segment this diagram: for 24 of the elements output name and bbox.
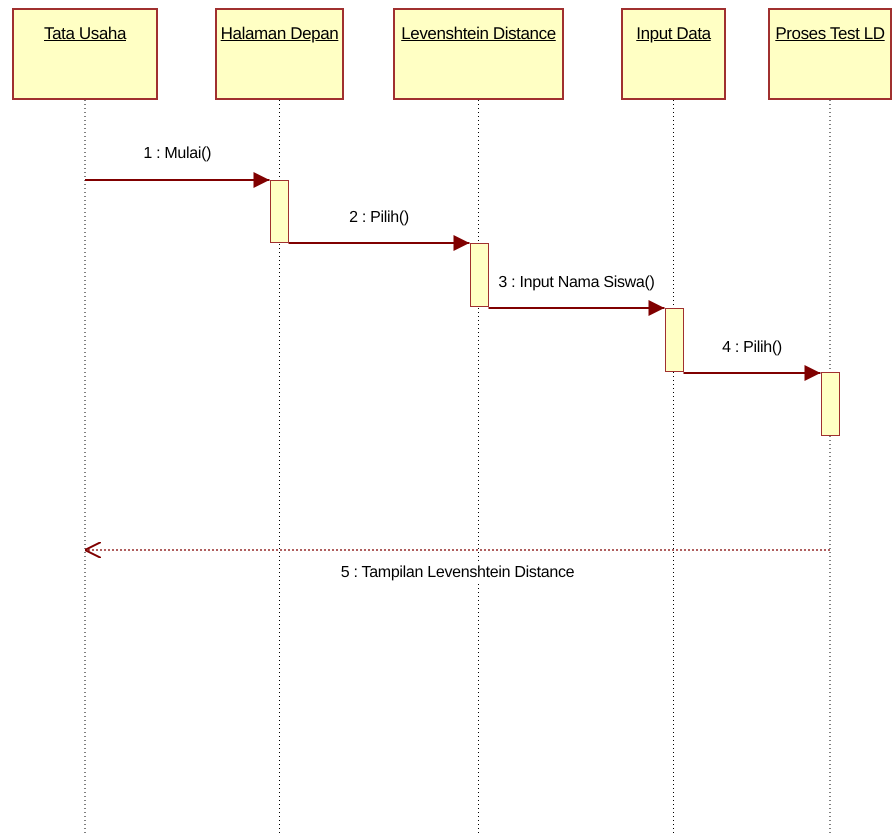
message-label: 5 : Tampilan Levenshtein Distance [338,564,576,582]
activation-bar [470,243,488,307]
message-label: 2 : Pilih() [347,209,411,227]
return-arrow [84,541,830,559]
message-arrow [85,172,270,188]
lifeline-name: Tata Usaha [44,24,126,44]
lifeline-box [621,8,726,100]
lifeline-name: Proses Test LD [775,24,885,44]
message-label: 4 : Pilih() [720,339,784,357]
lifeline [84,100,86,834]
activation-bar [664,308,684,372]
lifeline-name: Halaman Depan [220,24,338,44]
message-arrow [288,235,470,251]
message-label: 3 : Input Nama Siswa() [496,274,657,292]
activation-bar [270,180,288,243]
lifeline-box [215,8,344,100]
lifeline-box [12,8,158,100]
lifeline-box [768,8,892,100]
message-arrow [488,300,664,316]
activation-bar [820,372,840,436]
lifeline-box [393,8,564,100]
message-arrow [684,365,820,381]
lifeline-name: Input Data [636,24,711,44]
lifeline-name: Levenshtein Distance [401,24,556,44]
